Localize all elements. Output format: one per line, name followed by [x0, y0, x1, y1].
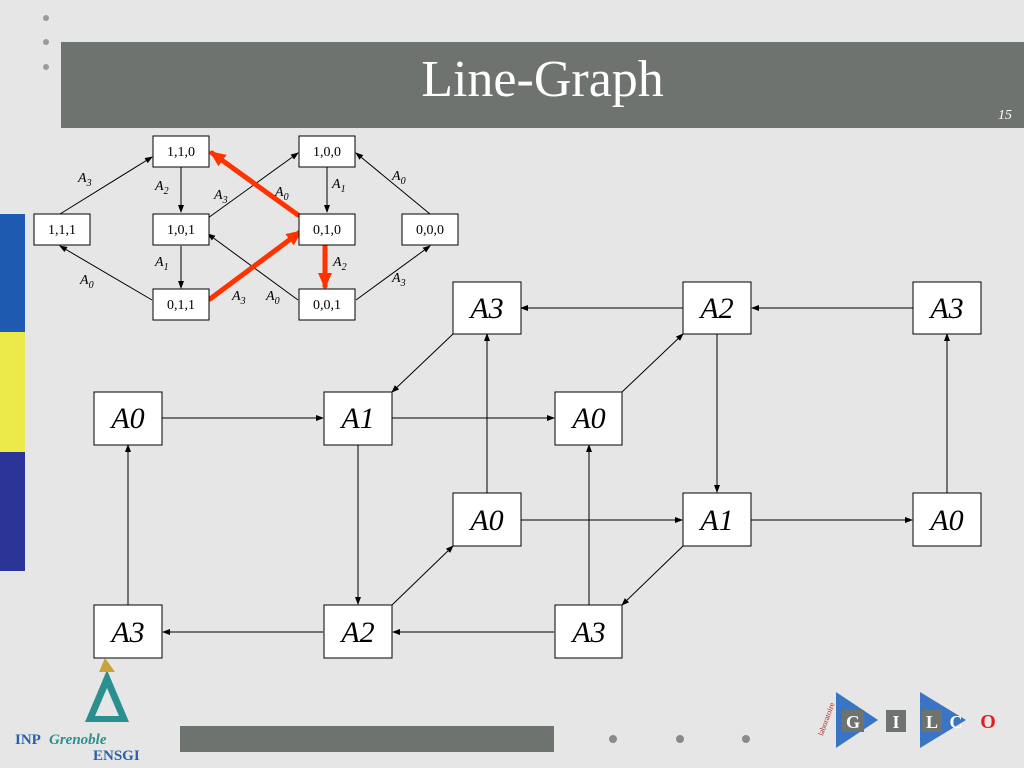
line-graph-nodes: A3 A2 A3 A0 A1 A0 A0 A1 A0 A3 A2 A3 — [93, 281, 982, 659]
logo-grenoble-text: Grenoble — [49, 732, 107, 748]
state-node-101: 1,0,1 — [152, 213, 210, 246]
edge-label: A0 — [265, 289, 280, 307]
state-label: 0,0,1 — [313, 298, 341, 313]
lg-node-label: A0 — [928, 504, 963, 537]
state-node-100: 1,0,0 — [298, 135, 356, 168]
lg-node-label: A3 — [928, 292, 963, 325]
lg-node-r2c: A0 — [554, 391, 623, 446]
footer-dot-2 — [676, 735, 684, 743]
edge-label: A2 — [154, 179, 169, 197]
lg-edge-r1a-r2b — [391, 333, 454, 393]
lg-node-label: A3 — [109, 616, 144, 649]
state-node-011: 0,1,1 — [152, 288, 210, 321]
state-label: 1,0,1 — [167, 223, 195, 238]
edge-label: A1 — [331, 177, 346, 195]
state-label: 0,1,0 — [313, 223, 341, 238]
lg-node-label: A0 — [109, 402, 144, 435]
state-label: 0,0,0 — [416, 223, 444, 238]
logo-letter-o: O — [980, 711, 996, 733]
edge-label: A3 — [231, 289, 246, 307]
lg-node-label: A2 — [698, 292, 733, 325]
edge-label: A2 — [332, 255, 347, 273]
state-label: 0,1,1 — [167, 298, 195, 313]
lg-node-r4a: A3 — [93, 604, 163, 659]
edge-label: A3 — [77, 171, 92, 189]
line-graph-edges — [125, 305, 950, 635]
state-label: 1,1,1 — [48, 223, 76, 238]
lg-node-r3a: A0 — [452, 492, 522, 547]
lg-edge-r3b-r4c — [621, 545, 684, 606]
lg-node-label: A0 — [468, 504, 503, 537]
lg-node-r1b: A2 — [682, 281, 752, 335]
lg-node-r4c: A3 — [554, 604, 623, 659]
stripe-navy — [0, 452, 25, 571]
bullet-dot-2 — [43, 39, 49, 45]
lg-node-label: A3 — [468, 292, 503, 325]
logo-letter-l: L — [926, 712, 938, 732]
lg-node-r1a: A3 — [452, 281, 522, 335]
slide-number: 15 — [998, 108, 1012, 123]
highlight-edge-011-010 — [207, 229, 303, 302]
edge-111-110 — [59, 156, 153, 215]
stripe-blue — [0, 214, 25, 332]
lg-node-r4b: A2 — [323, 604, 393, 659]
edge-label: A0 — [79, 273, 94, 291]
logo-ensgi-text: ENSGI — [93, 748, 140, 764]
stripe-yellow — [0, 332, 25, 452]
lg-node-r1c: A3 — [912, 281, 982, 335]
lg-node-label: A3 — [570, 616, 605, 649]
footer-bar — [180, 726, 554, 752]
edge-011-111 — [59, 245, 153, 301]
lg-edge-r2c-r1b — [621, 333, 684, 393]
logo-letter-c: C — [950, 712, 963, 732]
highlight-path — [207, 150, 332, 302]
state-node-000: 0,0,0 — [401, 213, 459, 246]
lg-node-label: A2 — [339, 616, 374, 649]
footer-dot-3 — [742, 735, 750, 743]
edge-label: A3 — [391, 271, 406, 289]
edge-label: A1 — [154, 255, 169, 273]
edge-001-000 — [355, 245, 431, 301]
state-node-001: 0,0,1 — [298, 288, 356, 321]
highlight-edge-010-110 — [209, 150, 301, 218]
inp-grenoble-logo: INP Grenoble ENSGI — [15, 658, 140, 764]
edge-label: A0 — [274, 185, 289, 203]
bullet-dot-3 — [43, 64, 49, 70]
lg-node-r2b: A1 — [323, 391, 393, 446]
logo-letter-g: G — [846, 712, 860, 732]
lg-node-label: A1 — [698, 504, 733, 537]
logo-inp-text: INP — [15, 732, 41, 748]
state-label: 1,0,0 — [313, 145, 341, 160]
lg-node-r3c: A0 — [912, 492, 982, 547]
lg-node-label: A1 — [339, 402, 374, 435]
bullet-dot-1 — [43, 15, 49, 21]
edge-label: A3 — [213, 188, 228, 206]
footer-dot-1 — [609, 735, 617, 743]
lg-node-r2a: A0 — [93, 391, 163, 446]
lg-edge-r4b-r3a — [391, 545, 454, 606]
edge-label: A0 — [391, 169, 406, 187]
title-bar: Line-Graph 15 — [61, 42, 1024, 128]
state-label: 1,1,0 — [167, 145, 195, 160]
state-node-010: 0,1,0 — [298, 213, 356, 246]
state-node-110: 1,1,0 — [152, 135, 210, 168]
page-title: Line-Graph — [421, 51, 664, 108]
lg-node-label: A0 — [570, 402, 605, 435]
small-graph-edge-labels: A3 A2 A3 A0 A1 A0 A0 A1 A2 A3 A3 A0 — [77, 169, 406, 307]
lg-node-r3b: A1 — [682, 492, 752, 547]
state-node-111: 1,1,1 — [33, 213, 91, 246]
edge-000-100 — [355, 152, 431, 215]
logo-lab-text: laboratoire — [816, 701, 836, 737]
logo-letter-i: I — [892, 712, 899, 732]
small-graph-nodes: 1,1,0 1,0,0 1,1,1 1,0,1 0,1,0 0,0,0 0,1,… — [33, 135, 459, 321]
gilco-logo: laboratoire G I L C O — [816, 692, 996, 748]
